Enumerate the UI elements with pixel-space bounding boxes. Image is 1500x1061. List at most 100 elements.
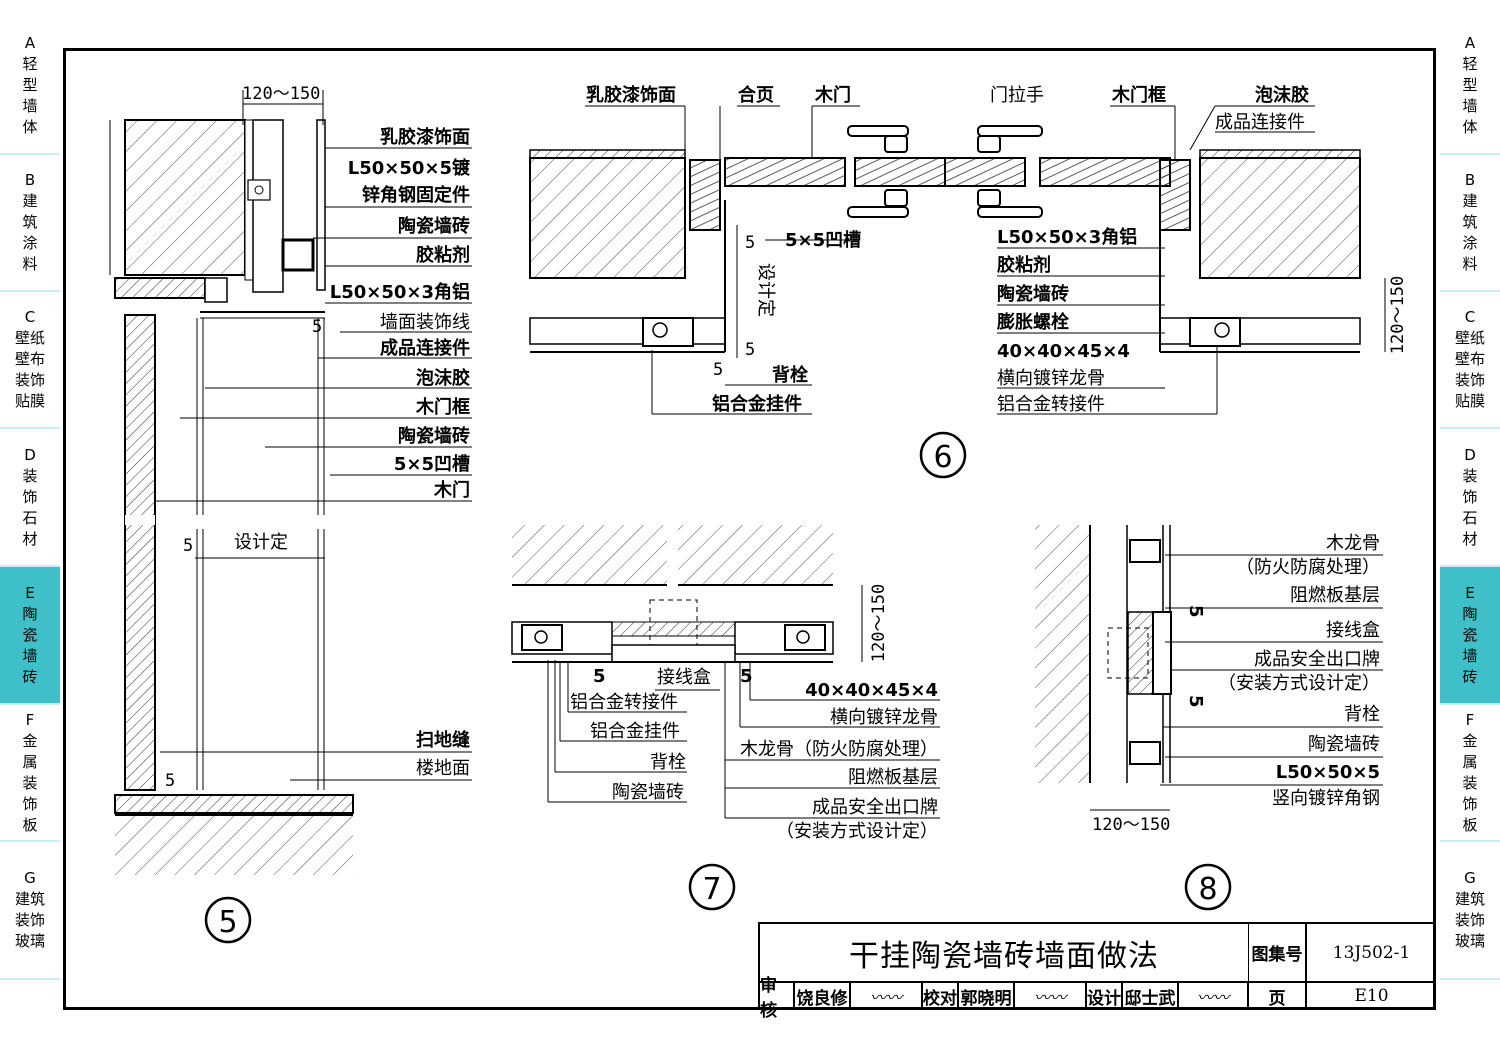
tab-text: 饰: [22, 487, 38, 506]
d6-number-circle: [919, 431, 967, 479]
d6-label-handle: 门拉手: [990, 85, 1044, 106]
detail-6: 设计定 120～150 5 5 5 乳胶漆饰面 合页 木门 门拉手 木门框: [529, 84, 1408, 479]
design-label: 设计: [1086, 982, 1122, 1010]
tab-text: 装: [22, 773, 38, 792]
drawing-title: 干挂陶瓷墙砖墙面做法: [758, 922, 1248, 982]
atlas-number: 13J502-1: [1306, 922, 1436, 982]
d5-label-tile2: 陶瓷墙砖: [398, 425, 470, 447]
d8-label-fire: （防火防腐处理）: [1236, 557, 1380, 578]
d6-wall-right: [1199, 157, 1361, 279]
d8-label-board: 阻燃板基层: [1290, 585, 1380, 606]
tab-text: 属: [22, 752, 38, 771]
d5-label-trim: 墙面装饰线: [380, 312, 470, 333]
designer-name: 邸士武: [1122, 982, 1178, 1010]
d5-dim-5c: 5: [165, 771, 175, 791]
door-handle-icon: [847, 125, 1043, 218]
d5-label-angle2: 锌角钢固定件: [362, 184, 470, 206]
d7-dim-5a: 5: [593, 666, 606, 687]
tab-text: 墙: [22, 97, 38, 115]
d6-number: 6: [933, 440, 952, 475]
d6-label-door: 木门: [814, 84, 851, 106]
tab-text: 涂: [22, 234, 38, 252]
d6-label-keel: 横向镀锌龙骨: [997, 368, 1105, 389]
tab-letter: A: [24, 34, 36, 52]
tab-text: 装: [22, 466, 38, 485]
tab-text: 板: [1462, 815, 1478, 834]
d6-dim-5c: 5: [713, 360, 723, 380]
d7-label-alu-hanger: 铝合金挂件: [590, 721, 680, 742]
d5-number-circle: [204, 896, 252, 944]
d6-door-slab-left: [724, 157, 846, 187]
tab-letter: C: [1464, 308, 1476, 326]
d7-dim-side: 120～150: [869, 584, 889, 662]
d7-label-alu-adapter: 铝合金转接件: [570, 692, 678, 713]
review-label: 审核: [758, 976, 794, 1021]
tab-text: 玻璃: [14, 932, 45, 950]
d6-label-frame: 木门框: [1111, 84, 1166, 106]
d7-number: 7: [702, 872, 721, 907]
d6-label-tile: 陶瓷墙砖: [997, 283, 1069, 305]
d6-label-foam: 泡沫胶: [1255, 84, 1309, 106]
tab-letter: G: [24, 869, 36, 887]
d8-dim-5b: 5: [1185, 695, 1206, 708]
d6-label-groove: 5×5凹槽: [785, 229, 861, 251]
d6-dim-side: 120～150: [1388, 276, 1408, 354]
drawing-frame: [63, 48, 1436, 1010]
tab-text: 砖: [1462, 667, 1478, 686]
detail-5: 120～150 设计定 5 5 5 乳胶漆饰面 L50×50×5镀 锌角钢固定件…: [109, 84, 472, 944]
tab-letter: B: [24, 171, 36, 189]
d6-label-size: 40×40×45×4: [997, 341, 1130, 362]
tab-text: 砖: [22, 667, 38, 686]
d8-label-angle: L50×50×5: [1276, 762, 1380, 783]
tab-text: 轻: [1462, 55, 1478, 73]
tab-text: 玻璃: [1454, 932, 1485, 950]
d8-label-junction: 接线盒: [1326, 620, 1380, 641]
tab-text: 饰: [1462, 794, 1478, 813]
d5-dim-5b: 5: [312, 317, 322, 337]
designer-signature: 〰〰: [1178, 982, 1248, 1010]
d8-label-install: （安装方式设计定）: [1218, 673, 1380, 694]
tab-text: 石: [1462, 508, 1478, 527]
tab-text: 壁布: [14, 350, 45, 368]
d7-label-board: 阻燃板基层: [848, 767, 938, 788]
d7-number-circle: [688, 863, 736, 911]
tab-text: 壁布: [1454, 350, 1485, 368]
d8-label-exit-sign: 成品安全出口牌: [1254, 649, 1380, 670]
wall-concrete: [124, 119, 246, 276]
d5-design: 设计定: [234, 532, 288, 553]
tab-text: 装饰: [14, 911, 45, 929]
d6-label-bolt: 膨胀螺栓: [996, 311, 1069, 333]
d5-label-door: 木门: [433, 479, 470, 501]
d5-dim-5a: 5: [183, 536, 193, 556]
tab-text: 陶: [1462, 604, 1478, 623]
tab-text: 装饰: [1454, 911, 1485, 929]
tab-text: 贴膜: [1454, 392, 1485, 410]
d5-label-connector: 成品连接件: [380, 337, 470, 359]
tab-text: 筑: [22, 213, 38, 231]
tab-text: 饰: [1462, 487, 1478, 506]
title-block: 干挂陶瓷墙砖墙面做法 图集号 13J502-1 审核 饶良修 〰〰 校对 郭晓明…: [758, 922, 1436, 1021]
tab-letter: A: [1464, 34, 1476, 52]
d7-label-tile: 陶瓷墙砖: [612, 782, 684, 803]
door-frame-section: [124, 314, 156, 791]
detail-7: 120～150 5 5 接线盒 铝合金转接件 铝合金挂件 背栓 陶瓷墙砖 40×…: [511, 525, 940, 911]
tab-text: 型: [1462, 76, 1478, 94]
d6-wall-left: [529, 157, 686, 279]
d8-label-wood-keel: 木龙骨: [1326, 533, 1380, 554]
d6-label-hinge: 合页: [738, 84, 774, 106]
